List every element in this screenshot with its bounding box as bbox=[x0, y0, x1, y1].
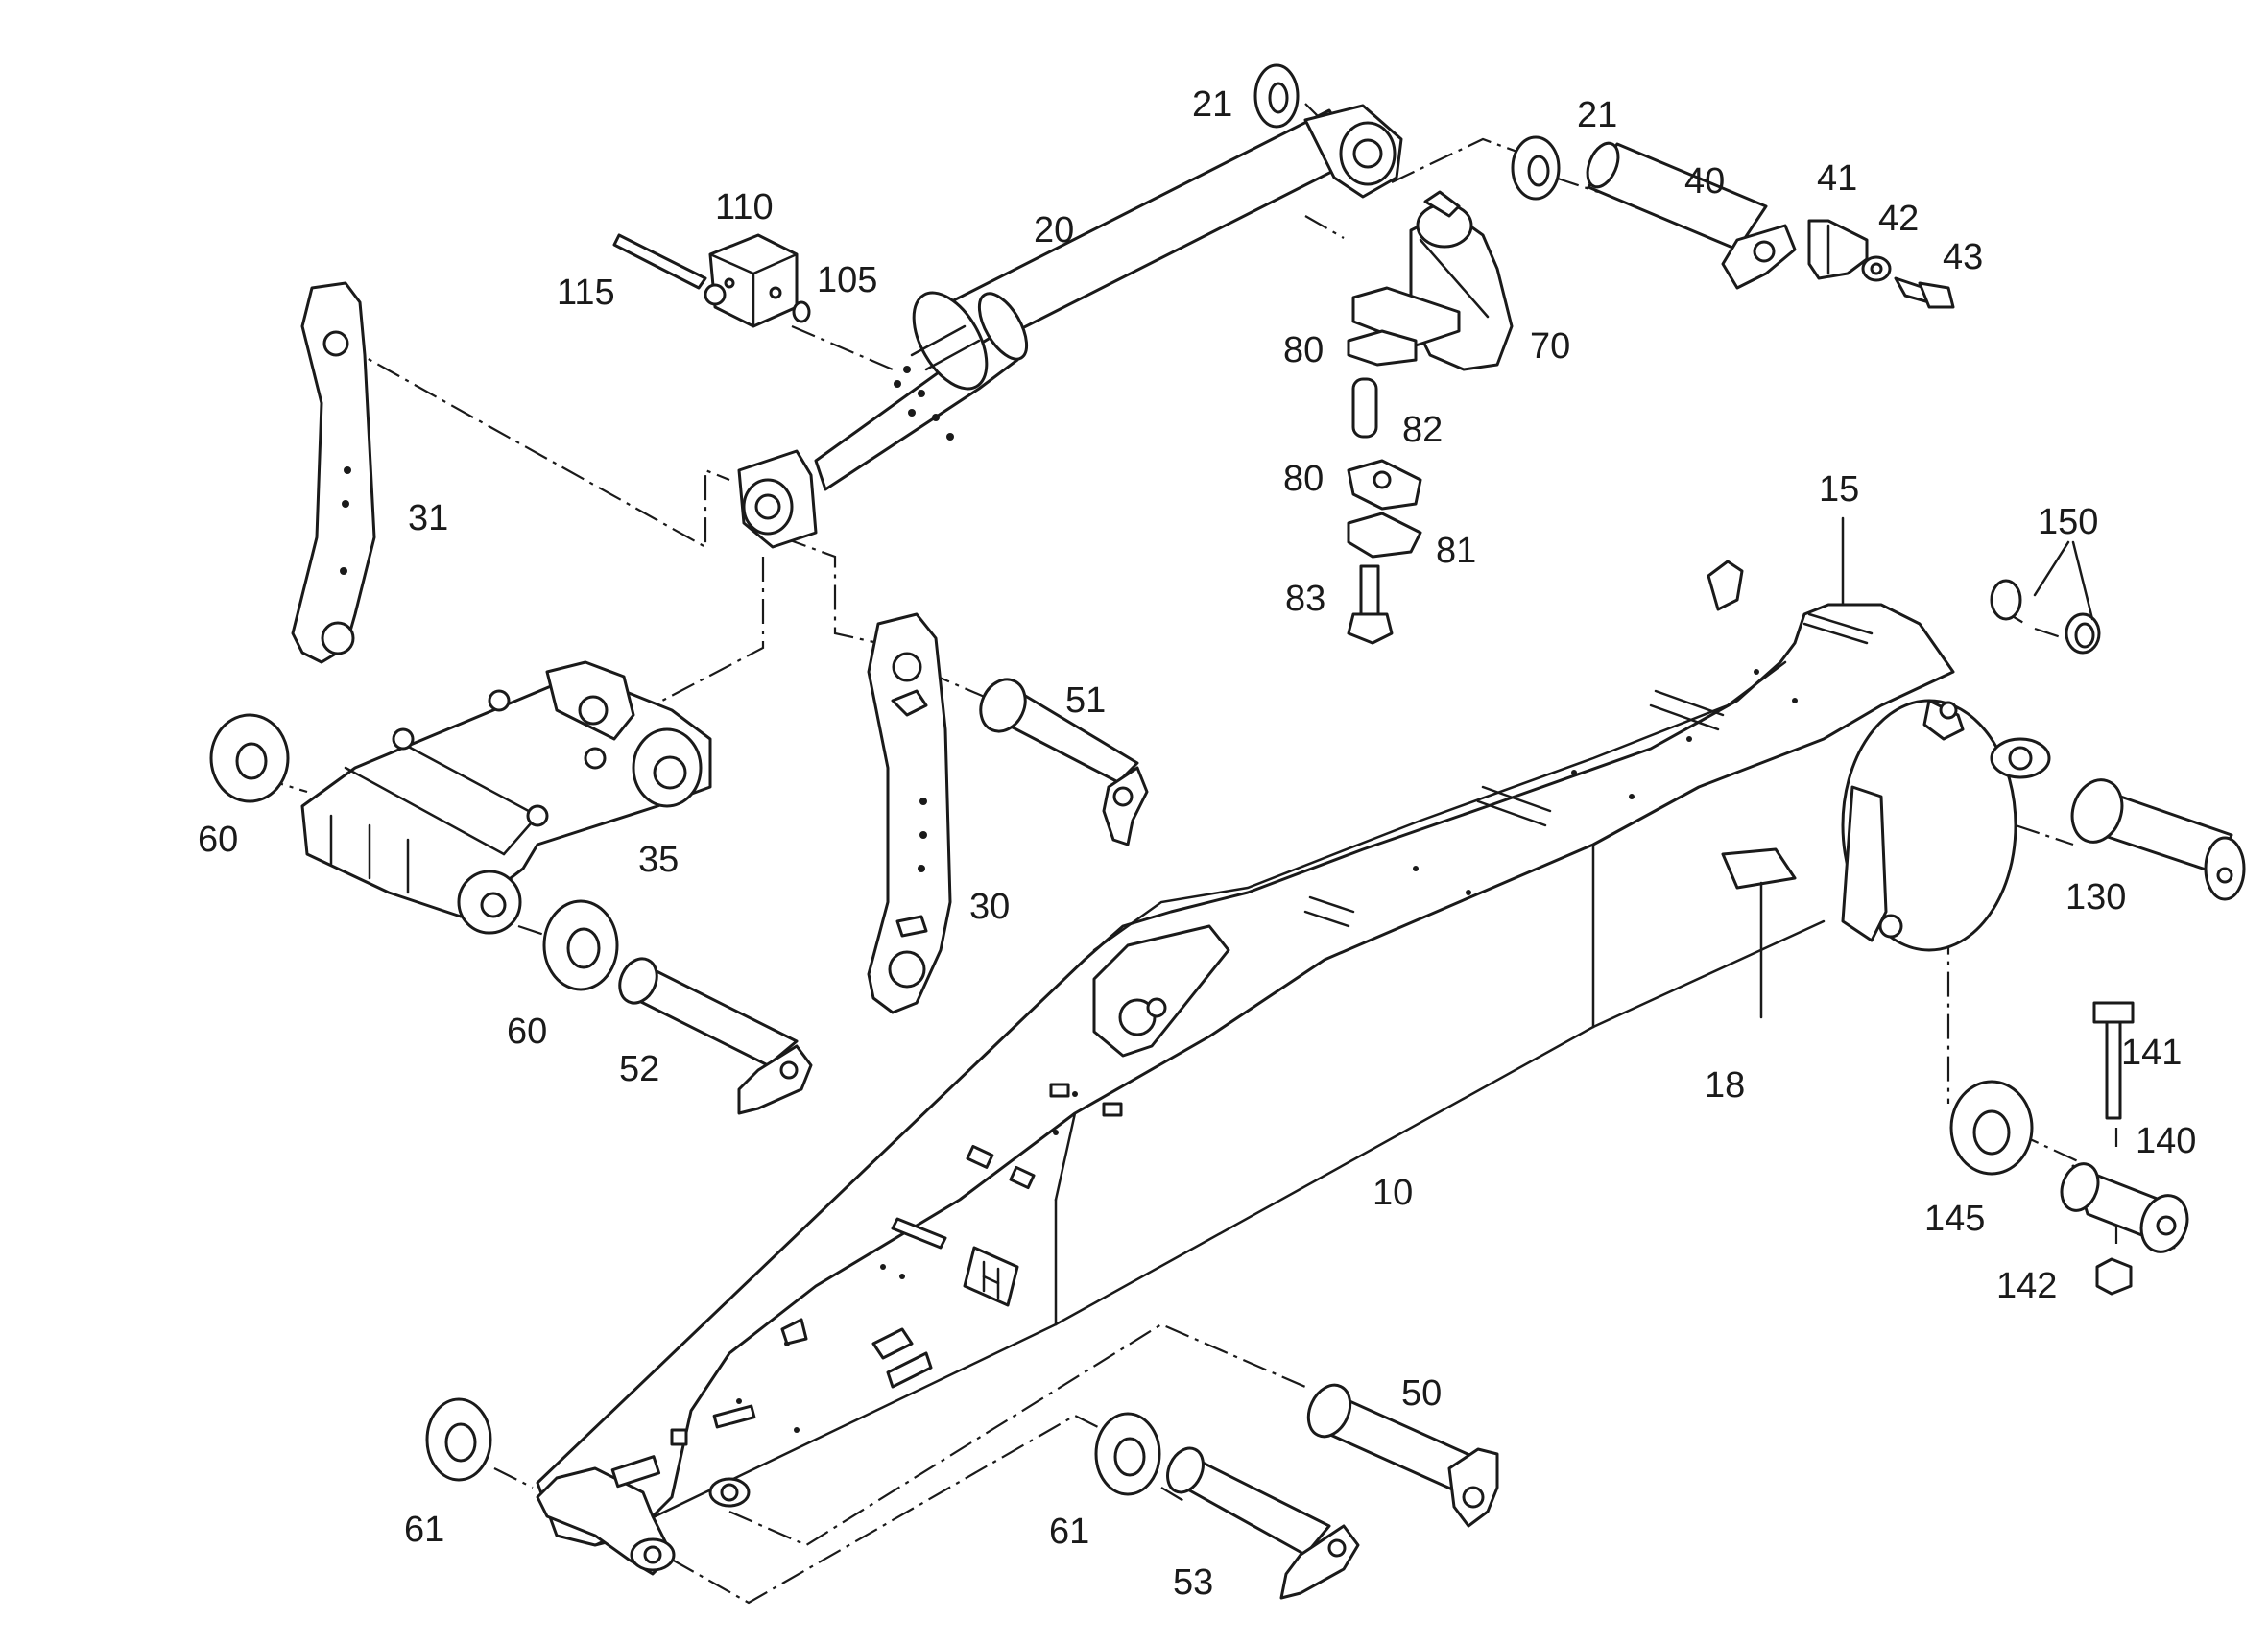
bracket-35 bbox=[300, 660, 712, 935]
washer-145 bbox=[1949, 1080, 2034, 1176]
pin-50 bbox=[1306, 1383, 1499, 1528]
washer-60b bbox=[542, 899, 619, 991]
boom-cylinder-20 bbox=[737, 104, 1403, 549]
label-61-left: 61 bbox=[404, 1510, 444, 1550]
label-18: 18 bbox=[1705, 1065, 1745, 1106]
label-31: 31 bbox=[408, 498, 448, 538]
plate-81 bbox=[1347, 512, 1422, 559]
label-80-lower: 80 bbox=[1283, 459, 1324, 499]
label-150: 150 bbox=[2038, 502, 2098, 542]
washer-42 bbox=[1861, 255, 1892, 282]
label-70: 70 bbox=[1530, 326, 1570, 367]
bolt-83 bbox=[1347, 564, 1394, 645]
label-141: 141 bbox=[2121, 1033, 2182, 1073]
flange-bolts bbox=[894, 366, 954, 441]
link-31 bbox=[291, 281, 376, 664]
label-21-right: 21 bbox=[1577, 95, 1617, 135]
washer-21a bbox=[1253, 63, 1300, 129]
leaders bbox=[1759, 516, 2094, 1019]
bracket-110 bbox=[708, 233, 799, 328]
label-115: 115 bbox=[557, 273, 615, 313]
label-82: 82 bbox=[1402, 410, 1443, 450]
label-50: 50 bbox=[1401, 1373, 1442, 1414]
pin-40 bbox=[1586, 141, 1797, 290]
label-10: 10 bbox=[1373, 1173, 1413, 1213]
label-142: 142 bbox=[1996, 1266, 2057, 1306]
plate-41 bbox=[1807, 219, 1869, 280]
boom-10 bbox=[536, 560, 2051, 1576]
label-80-upper: 80 bbox=[1283, 330, 1324, 370]
label-105: 105 bbox=[817, 260, 877, 300]
ring-105 bbox=[792, 300, 811, 323]
label-20: 20 bbox=[1034, 210, 1074, 250]
block-80b bbox=[1347, 459, 1422, 511]
sleeve-82 bbox=[1351, 377, 1378, 439]
link-30 bbox=[867, 612, 952, 1014]
pin-53 bbox=[1166, 1446, 1360, 1600]
rivets bbox=[736, 669, 1798, 1433]
label-140: 140 bbox=[2136, 1121, 2196, 1161]
label-43: 43 bbox=[1943, 237, 1983, 277]
label-35: 35 bbox=[638, 840, 679, 880]
pin-51 bbox=[979, 678, 1149, 846]
label-15: 15 bbox=[1819, 469, 1859, 510]
label-53: 53 bbox=[1173, 1562, 1213, 1603]
callout-labels: 21 21 40 41 42 43 110 20 115 105 70 80 8… bbox=[198, 84, 2196, 1603]
label-40: 40 bbox=[1684, 161, 1725, 202]
bolt-115 bbox=[612, 233, 727, 306]
block-80a bbox=[1347, 286, 1461, 367]
bolt-141 bbox=[2092, 1001, 2135, 1120]
label-42: 42 bbox=[1878, 199, 1919, 239]
label-21-left: 21 bbox=[1192, 84, 1232, 125]
label-60-lower: 60 bbox=[507, 1012, 547, 1052]
sleeve-140 bbox=[2060, 1162, 2189, 1253]
label-61-right: 61 bbox=[1049, 1512, 1089, 1552]
label-81: 81 bbox=[1436, 531, 1476, 571]
label-145: 145 bbox=[1924, 1199, 1985, 1239]
washer-150b bbox=[2065, 612, 2101, 655]
label-60-upper: 60 bbox=[198, 820, 238, 860]
washer-21b bbox=[1511, 135, 1561, 201]
pin-130 bbox=[2070, 778, 2246, 901]
label-130: 130 bbox=[2065, 877, 2126, 917]
label-41: 41 bbox=[1817, 158, 1857, 199]
washer-61b bbox=[1094, 1412, 1161, 1496]
washer-61a bbox=[425, 1397, 492, 1482]
label-110: 110 bbox=[715, 187, 774, 227]
washer-60a bbox=[209, 713, 290, 803]
pin-52 bbox=[618, 957, 813, 1115]
washer-150a bbox=[1990, 579, 2022, 621]
bolt-43 bbox=[1894, 276, 1955, 309]
label-51: 51 bbox=[1065, 680, 1106, 721]
nut-142 bbox=[2095, 1257, 2133, 1296]
label-30: 30 bbox=[969, 887, 1010, 927]
assembly-lines bbox=[258, 103, 2118, 1605]
label-83: 83 bbox=[1285, 579, 1325, 619]
label-52: 52 bbox=[619, 1049, 659, 1089]
